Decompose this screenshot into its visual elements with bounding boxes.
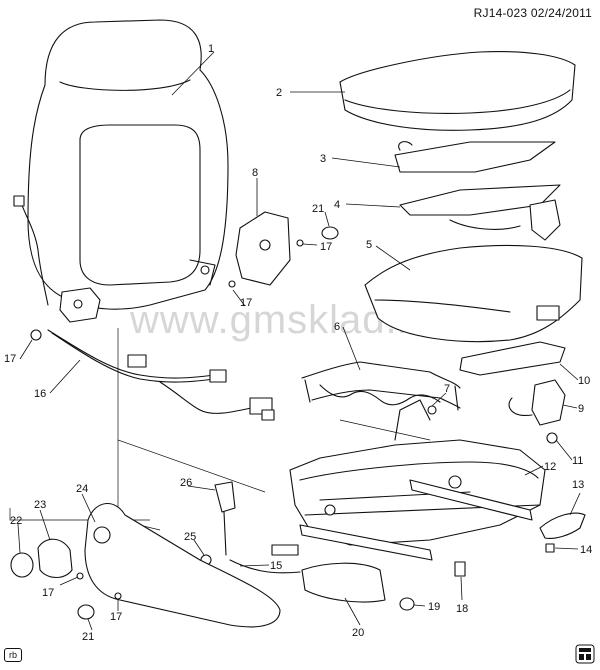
wiring-harness	[47, 329, 275, 421]
callout-13: 13	[572, 479, 584, 491]
seat-adjuster-rails	[299, 479, 533, 561]
recliner-actuator	[214, 481, 236, 556]
cushion-heater-pad	[394, 141, 556, 173]
frame-nut	[427, 405, 437, 415]
seat-back	[27, 19, 229, 310]
seat-spring-mat	[301, 361, 461, 411]
callout-2: 2	[276, 87, 282, 99]
callout-17b: 17	[320, 241, 332, 253]
callout-10: 10	[578, 375, 590, 387]
callout-6: 6	[334, 321, 340, 333]
callout-22: 22	[10, 515, 22, 527]
seat-frame	[289, 399, 546, 546]
callout-8: 8	[252, 167, 258, 179]
recliner-cover	[84, 503, 281, 628]
seat-cushion-cover	[339, 51, 576, 131]
rail-bolt	[545, 543, 555, 553]
seat-side-module	[235, 211, 291, 286]
callout-9: 9	[578, 403, 584, 415]
fasteners-17	[30, 239, 304, 600]
callout-21a: 21	[312, 203, 324, 215]
seat-cushion-pad	[364, 244, 583, 343]
diagram-ref: RJ14-023	[473, 6, 528, 20]
seat-belt-buckle	[508, 379, 566, 426]
callout-17a: 17	[4, 353, 16, 365]
diagram-date: 02/24/2011	[530, 6, 592, 20]
seat-back-harness	[13, 195, 210, 323]
callout-24: 24	[76, 483, 88, 495]
cap-lower	[77, 604, 95, 620]
shield-screw	[399, 597, 415, 611]
footer-tag: rb	[4, 648, 23, 662]
callout-3: 3	[320, 153, 326, 165]
buckle-bolt	[546, 432, 558, 444]
callout-18: 18	[456, 603, 468, 615]
callout-7: 7	[444, 383, 450, 395]
callout-11: 11	[572, 455, 583, 467]
shield-clip	[454, 561, 466, 577]
callout-14: 14	[580, 544, 592, 556]
callout-25: 25	[184, 531, 196, 543]
callout-17c: 17	[240, 297, 252, 309]
seat-side-trim	[459, 341, 566, 376]
callout-21b: 21	[82, 631, 94, 643]
occupant-sensor-pad	[399, 184, 561, 241]
callout-17d: 17	[42, 587, 54, 599]
corner-badge-icon	[575, 644, 595, 664]
recliner-handle	[37, 538, 73, 579]
callout-12: 12	[544, 461, 556, 473]
recliner-cable	[229, 544, 301, 574]
callout-labels: 1 2 3 4 5 6 7 8 9 10 11 12 13 14 15 16 1…	[4, 43, 592, 643]
callout-4: 4	[334, 199, 340, 211]
seat-side-shield	[301, 562, 386, 603]
callout-23: 23	[34, 499, 46, 511]
rail-end-cover	[539, 512, 586, 539]
callout-5: 5	[366, 239, 372, 251]
callout-15: 15	[270, 560, 282, 572]
cap-upper	[321, 226, 339, 240]
callout-17e: 17	[110, 611, 122, 623]
handle-cap	[10, 552, 34, 578]
callout-26: 26	[180, 477, 192, 489]
callout-20: 20	[352, 627, 364, 639]
callout-19: 19	[428, 601, 440, 613]
callout-leaders	[17, 51, 581, 631]
diagram-header: RJ14-023 02/24/2011	[474, 6, 592, 20]
callout-1: 1	[208, 43, 214, 55]
callout-16: 16	[34, 388, 46, 400]
